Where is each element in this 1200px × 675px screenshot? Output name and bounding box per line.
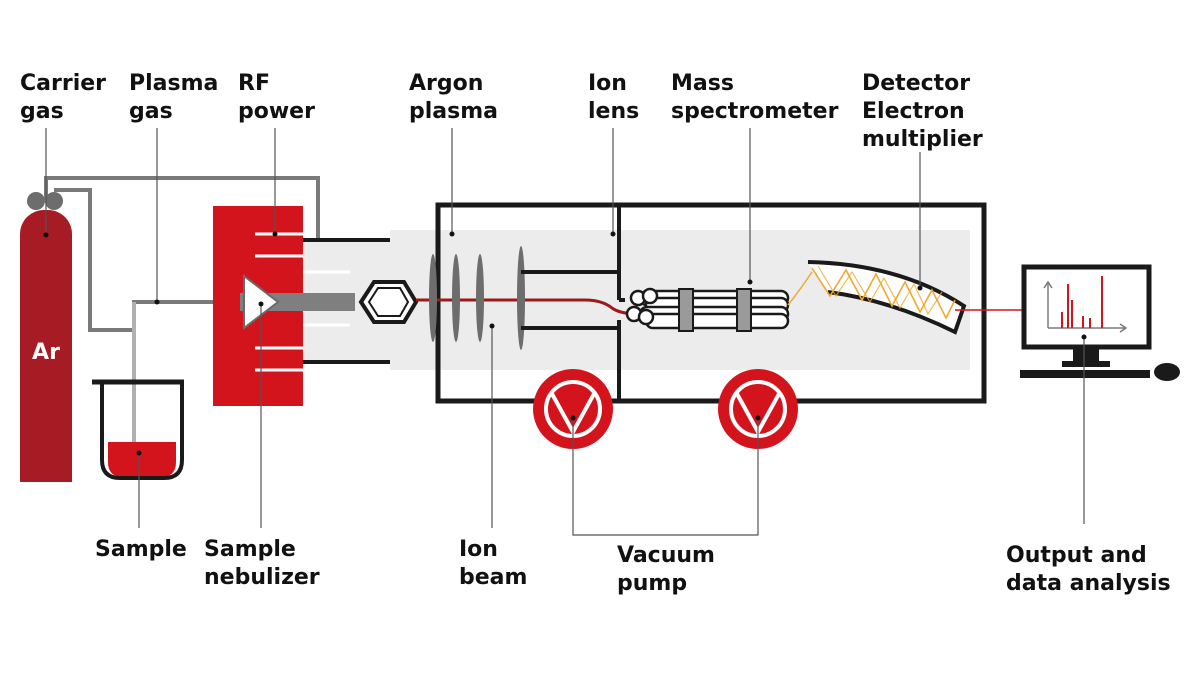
label-rf-power: RF power — [238, 71, 315, 124]
mass-filtered-beam — [787, 271, 813, 306]
label-mass-spectrometer: Mass spectrometer — [671, 71, 839, 124]
label-sample-nebulizer: Sample nebulizer — [204, 537, 320, 590]
keyboard — [1020, 370, 1150, 378]
cylinder-label: Ar — [32, 340, 60, 365]
cylinder-valve-right — [45, 192, 63, 210]
argon-cylinder: Ar — [20, 192, 72, 482]
electron-multiplier — [807, 260, 967, 335]
spectrum-peaks — [1061, 276, 1103, 328]
label-sample: Sample — [95, 537, 187, 562]
label-detector: Detector Electron multiplier — [862, 71, 983, 152]
label-vacuum-pump: Vacuum pump — [617, 543, 723, 596]
quadrupole-rods — [625, 287, 790, 332]
computer-monitor — [1020, 264, 1180, 381]
label-ion-lens: Ion lens — [588, 71, 639, 124]
label-plasma-gas: Plasma gas — [129, 71, 226, 124]
label-output: Output and data analysis — [1006, 543, 1171, 596]
label-ion-beam: Ion beam — [459, 537, 527, 590]
cylinder-valve-left — [27, 192, 45, 210]
leader-lines — [43, 128, 1087, 536]
label-argon-plasma: Argon plasma — [409, 71, 498, 124]
sample-beaker — [92, 379, 184, 480]
mouse — [1154, 363, 1180, 381]
plasma-gas-line — [54, 188, 240, 332]
label-carrier-gas: Carrier gas — [20, 71, 114, 124]
ion-lens-plates — [521, 270, 619, 330]
argon-plasma-torch — [358, 280, 419, 324]
